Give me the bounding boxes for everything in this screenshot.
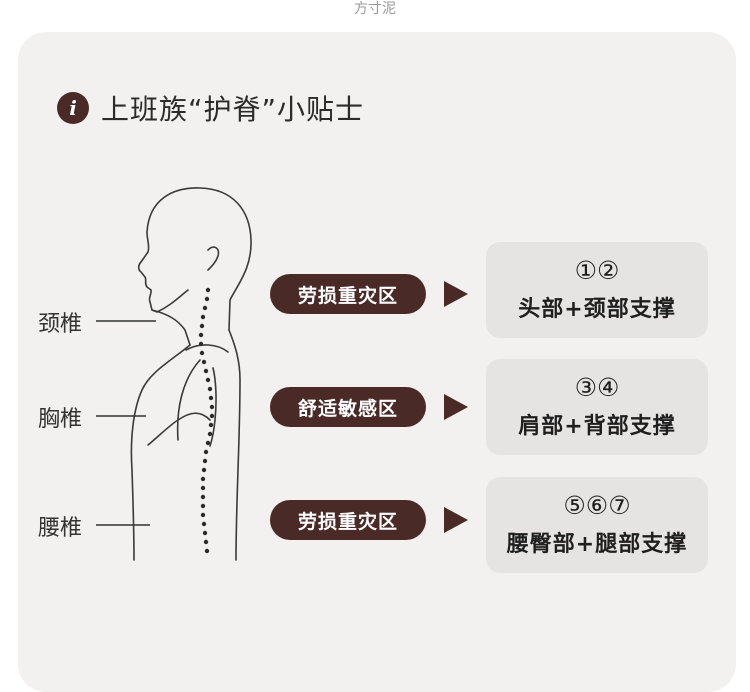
tip-box-3: ⑤⑥⑦ 腰臀部+腿部支撑	[486, 477, 708, 573]
arrow-right-icon	[444, 507, 468, 533]
shoulder-outline	[185, 344, 229, 353]
head-outline	[137, 187, 252, 346]
label-chest: 胸椎	[38, 407, 83, 432]
title-row: i 上班族“护脊”小贴士	[57, 88, 364, 128]
chest-outline	[130, 344, 191, 561]
tip-numbers-2: ③④	[574, 373, 620, 403]
label-waist: 腰椎	[38, 516, 83, 541]
arrow-right-icon	[444, 281, 468, 307]
elbow-outline	[147, 412, 211, 446]
watermark: 方寸泥	[354, 1, 396, 17]
tip-box-2: ③④ 肩部+背部支撑	[486, 359, 708, 455]
body-silhouette-diagram	[96, 187, 252, 561]
tip-numbers-3: ⑤⑥⑦	[563, 491, 631, 521]
tip-text-3: 腰臀部+腿部支撑	[506, 531, 688, 557]
arm-outline	[176, 359, 201, 441]
tip-text-2: 肩部+背部支撑	[518, 413, 676, 439]
label-neck: 颈椎	[38, 312, 83, 337]
zone-tag-3: 劳损重灾区	[270, 500, 426, 540]
zone-tag-2: 舒适敏感区	[270, 387, 426, 427]
zone-tag-1: 劳损重灾区	[270, 274, 426, 314]
ear-outline	[207, 246, 220, 271]
jaw-outline	[151, 289, 189, 313]
forearm-outline	[209, 367, 217, 447]
torso-outline	[228, 329, 241, 561]
tip-text-1: 头部+颈部支撑	[518, 296, 676, 322]
info-icon: i	[57, 92, 89, 124]
spine-dots	[198, 287, 215, 554]
tip-numbers-1: ①②	[574, 256, 620, 286]
arrow-right-icon	[444, 394, 468, 420]
tip-box-1: ①② 头部+颈部支撑	[486, 242, 708, 338]
page-title: 上班族“护脊”小贴士	[101, 93, 365, 126]
